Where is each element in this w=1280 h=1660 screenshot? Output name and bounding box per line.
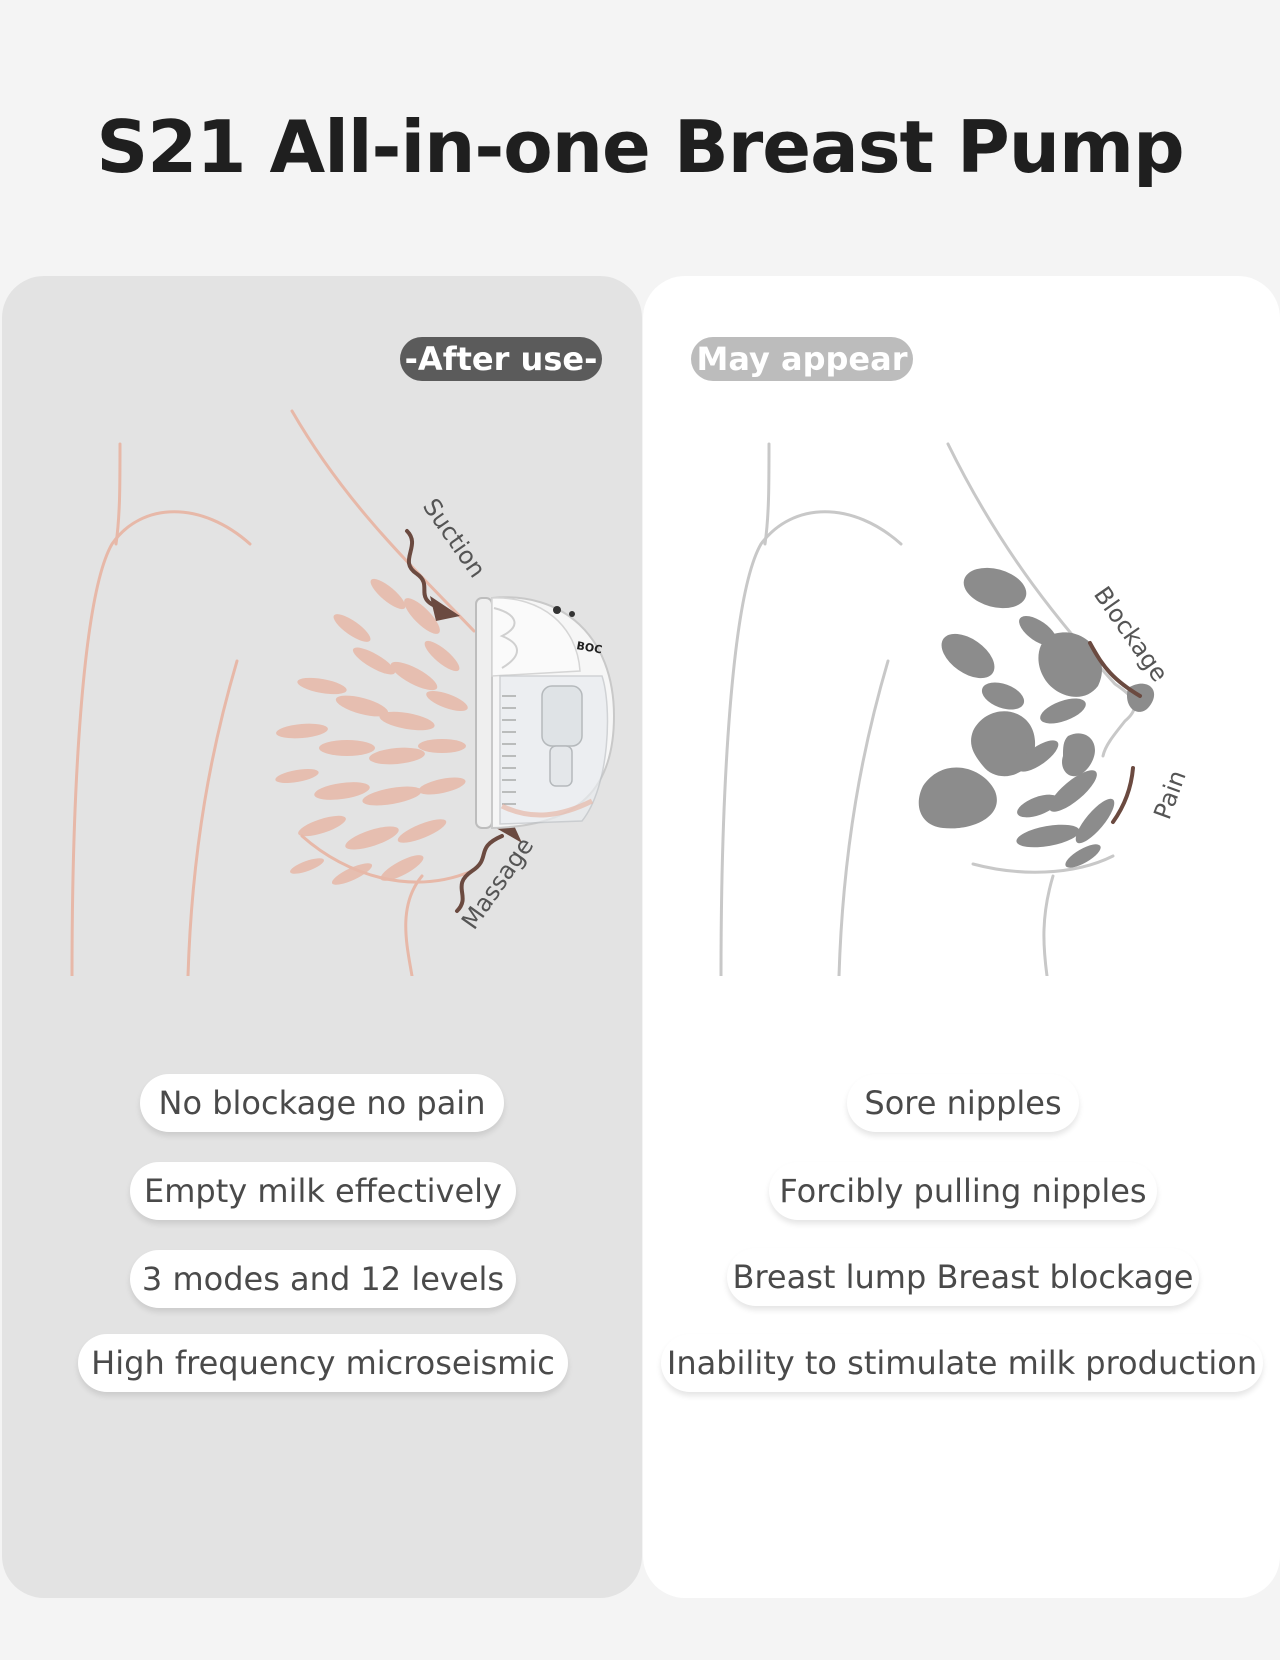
feature-pill: No blockage no pain <box>140 1074 504 1132</box>
breast-problem-illustration: Blockage Pain <box>719 442 1192 976</box>
suction-arrow-icon <box>405 529 460 621</box>
page-title: S21 All-in-one Breast Pump <box>96 105 1184 189</box>
problem-pill: Forcibly pulling nipples <box>769 1162 1157 1220</box>
body-outline <box>70 409 476 976</box>
pump-brand-label: BOC <box>575 639 603 656</box>
feature-pill: High frequency microseismic <box>78 1334 568 1392</box>
problem-pill: Inability to stimulate milk production <box>661 1334 1263 1392</box>
pain-marker <box>1111 766 1135 824</box>
breast-pump-illustration: Suction Massage BOC <box>70 409 616 976</box>
pain-label: Pain <box>1148 767 1191 824</box>
breast-pump-device: BOC <box>475 596 616 830</box>
blockage-marker <box>1088 641 1142 698</box>
pump-scale-marks <box>502 695 516 805</box>
breast-lump-shapes <box>918 567 1155 868</box>
problem-pill: Breast lump Breast blockage <box>727 1248 1199 1306</box>
may-appear-panel: May appear <box>643 276 1280 1598</box>
problem-pill: Sore nipples <box>847 1074 1079 1132</box>
may-appear-tag: May appear <box>691 337 913 381</box>
massage-label: Massage <box>456 832 539 934</box>
after-use-tag: -After use- <box>400 337 602 381</box>
feature-pill: Empty milk effectively <box>130 1162 516 1220</box>
body-outline <box>719 442 1136 976</box>
after-use-panel: -After use- <box>2 276 642 1598</box>
feature-pill: 3 modes and 12 levels <box>130 1250 516 1308</box>
suction-label: Suction <box>417 493 491 582</box>
milk-duct-pattern <box>275 578 468 885</box>
